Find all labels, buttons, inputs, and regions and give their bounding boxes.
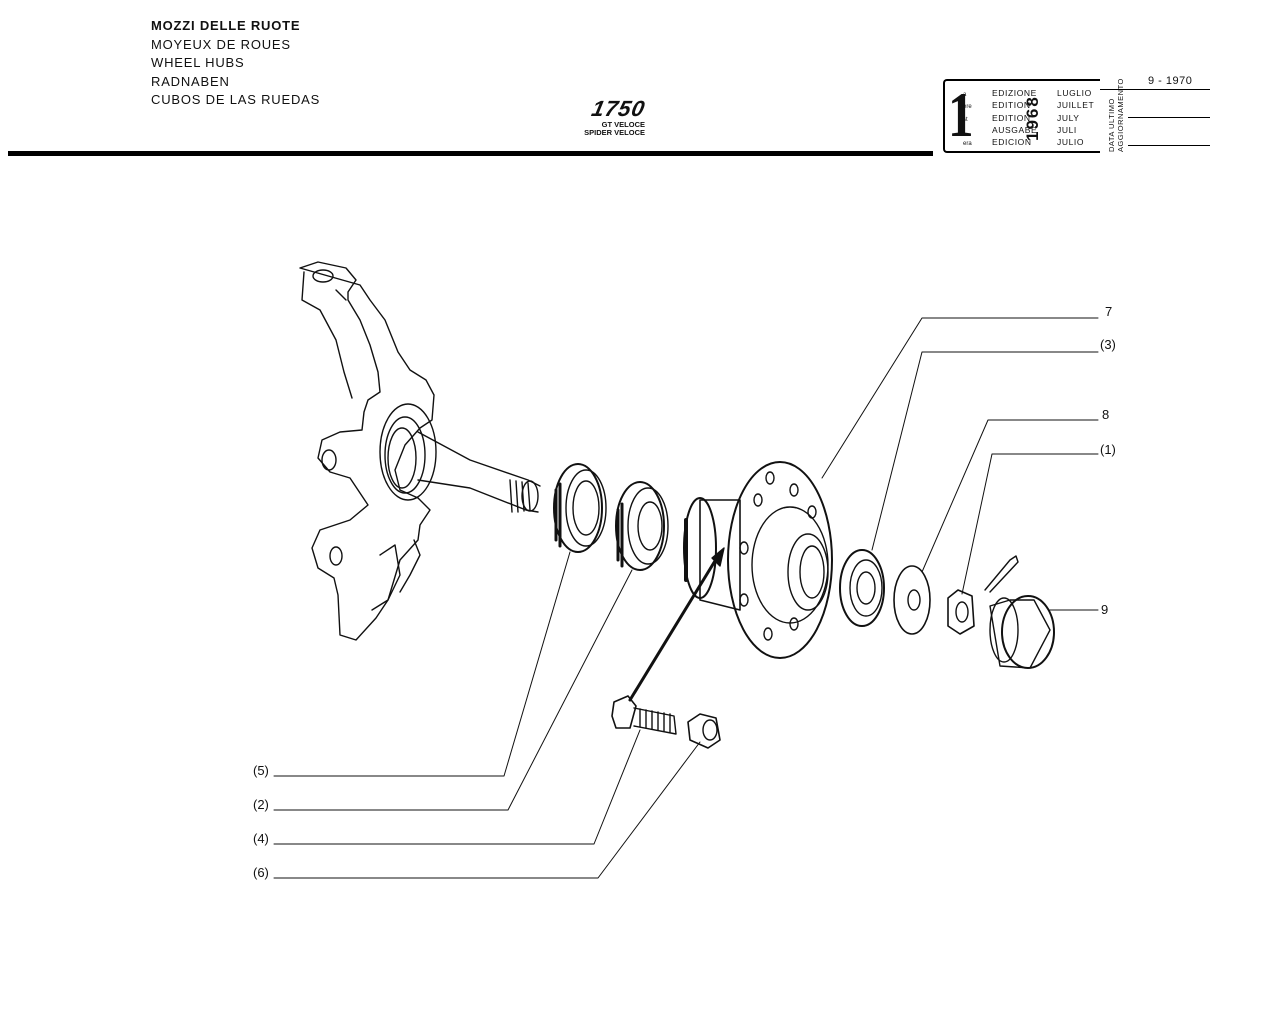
edition-month: JULI [1057, 124, 1077, 135]
wheel-stud [611, 695, 677, 735]
edition-box: 1 a ere st . era EDIZIONE EDITION EDITIO… [943, 79, 1100, 153]
update-date: 9 - 1970 [1148, 75, 1193, 87]
inner-bearing [615, 481, 669, 571]
callout-5: (5) [253, 763, 269, 778]
model-logo: 1750 GT VELOCE SPIDER VELOCE [565, 96, 648, 137]
edition-word: EDICION [992, 137, 1032, 148]
title-italian: MOZZI DELLE RUOTE [151, 18, 301, 33]
edition-month: LUGLIO [1057, 88, 1092, 98]
title-german: RADNABEN [151, 73, 230, 89]
callout-1: (1) [1100, 442, 1116, 457]
callout-4: (4) [253, 831, 269, 846]
edition-word: EDITION [992, 112, 1031, 123]
callout-2: (2) [253, 797, 269, 812]
callout-9: 9 [1101, 602, 1109, 617]
edition-suffix: a [963, 92, 967, 98]
washer [893, 565, 931, 635]
callout-7: 7 [1105, 304, 1113, 319]
edition-number: 1 [948, 79, 974, 150]
update-line [1128, 117, 1210, 118]
update-line [1128, 145, 1210, 146]
edition-month: JUILLET [1057, 100, 1095, 111]
steering-knuckle [299, 261, 541, 641]
oil-seal [553, 463, 607, 553]
edition-month: JULY [1057, 112, 1080, 123]
update-line [1100, 89, 1210, 90]
edition-suffix: . [963, 128, 965, 135]
cotter-pin [984, 555, 1019, 593]
hub [683, 461, 833, 659]
edition-suffix: era [963, 141, 972, 148]
callout-8: 8 [1102, 407, 1110, 422]
title-english: WHEEL HUBS [151, 55, 245, 71]
callout-6: (6) [253, 865, 269, 880]
stud-arrow [628, 554, 720, 702]
title-block: MOZZI DELLE RUOTE MOYEUX DE ROUES WHEEL … [151, 17, 320, 110]
dust-cap [989, 595, 1055, 669]
callout-3: (3) [1100, 337, 1116, 352]
edition-words: EDIZIONE EDITION EDITION AUSGABE EDICION [992, 87, 1037, 148]
wheel-nut [687, 713, 721, 749]
leader-lines [273, 317, 1099, 879]
model-variant-spider: SPIDER VELOCE [584, 128, 645, 137]
header-rule [8, 151, 933, 156]
edition-word: AUSGABE [992, 124, 1038, 135]
edition-suffixes: a ere st . era [963, 89, 972, 150]
title-spanish: CUBOS DE LAS RUEDAS [151, 92, 321, 108]
edition-suffix: st [963, 116, 968, 123]
outer-bearing [839, 549, 885, 627]
model-variant-gt: GT VELOCE [601, 120, 645, 129]
title-french: MOYEUX DE ROUES [151, 36, 291, 52]
stud-arrow-head [711, 547, 725, 567]
edition-month: JULIO [1057, 137, 1085, 148]
edition-months: LUGLIO JUILLET JULY JULI JULIO [1057, 87, 1094, 148]
edition-suffix: ere [963, 104, 972, 111]
edition-word: EDIZIONE [992, 88, 1037, 98]
edition-word: EDITION [992, 100, 1031, 111]
castle-nut [947, 589, 975, 635]
